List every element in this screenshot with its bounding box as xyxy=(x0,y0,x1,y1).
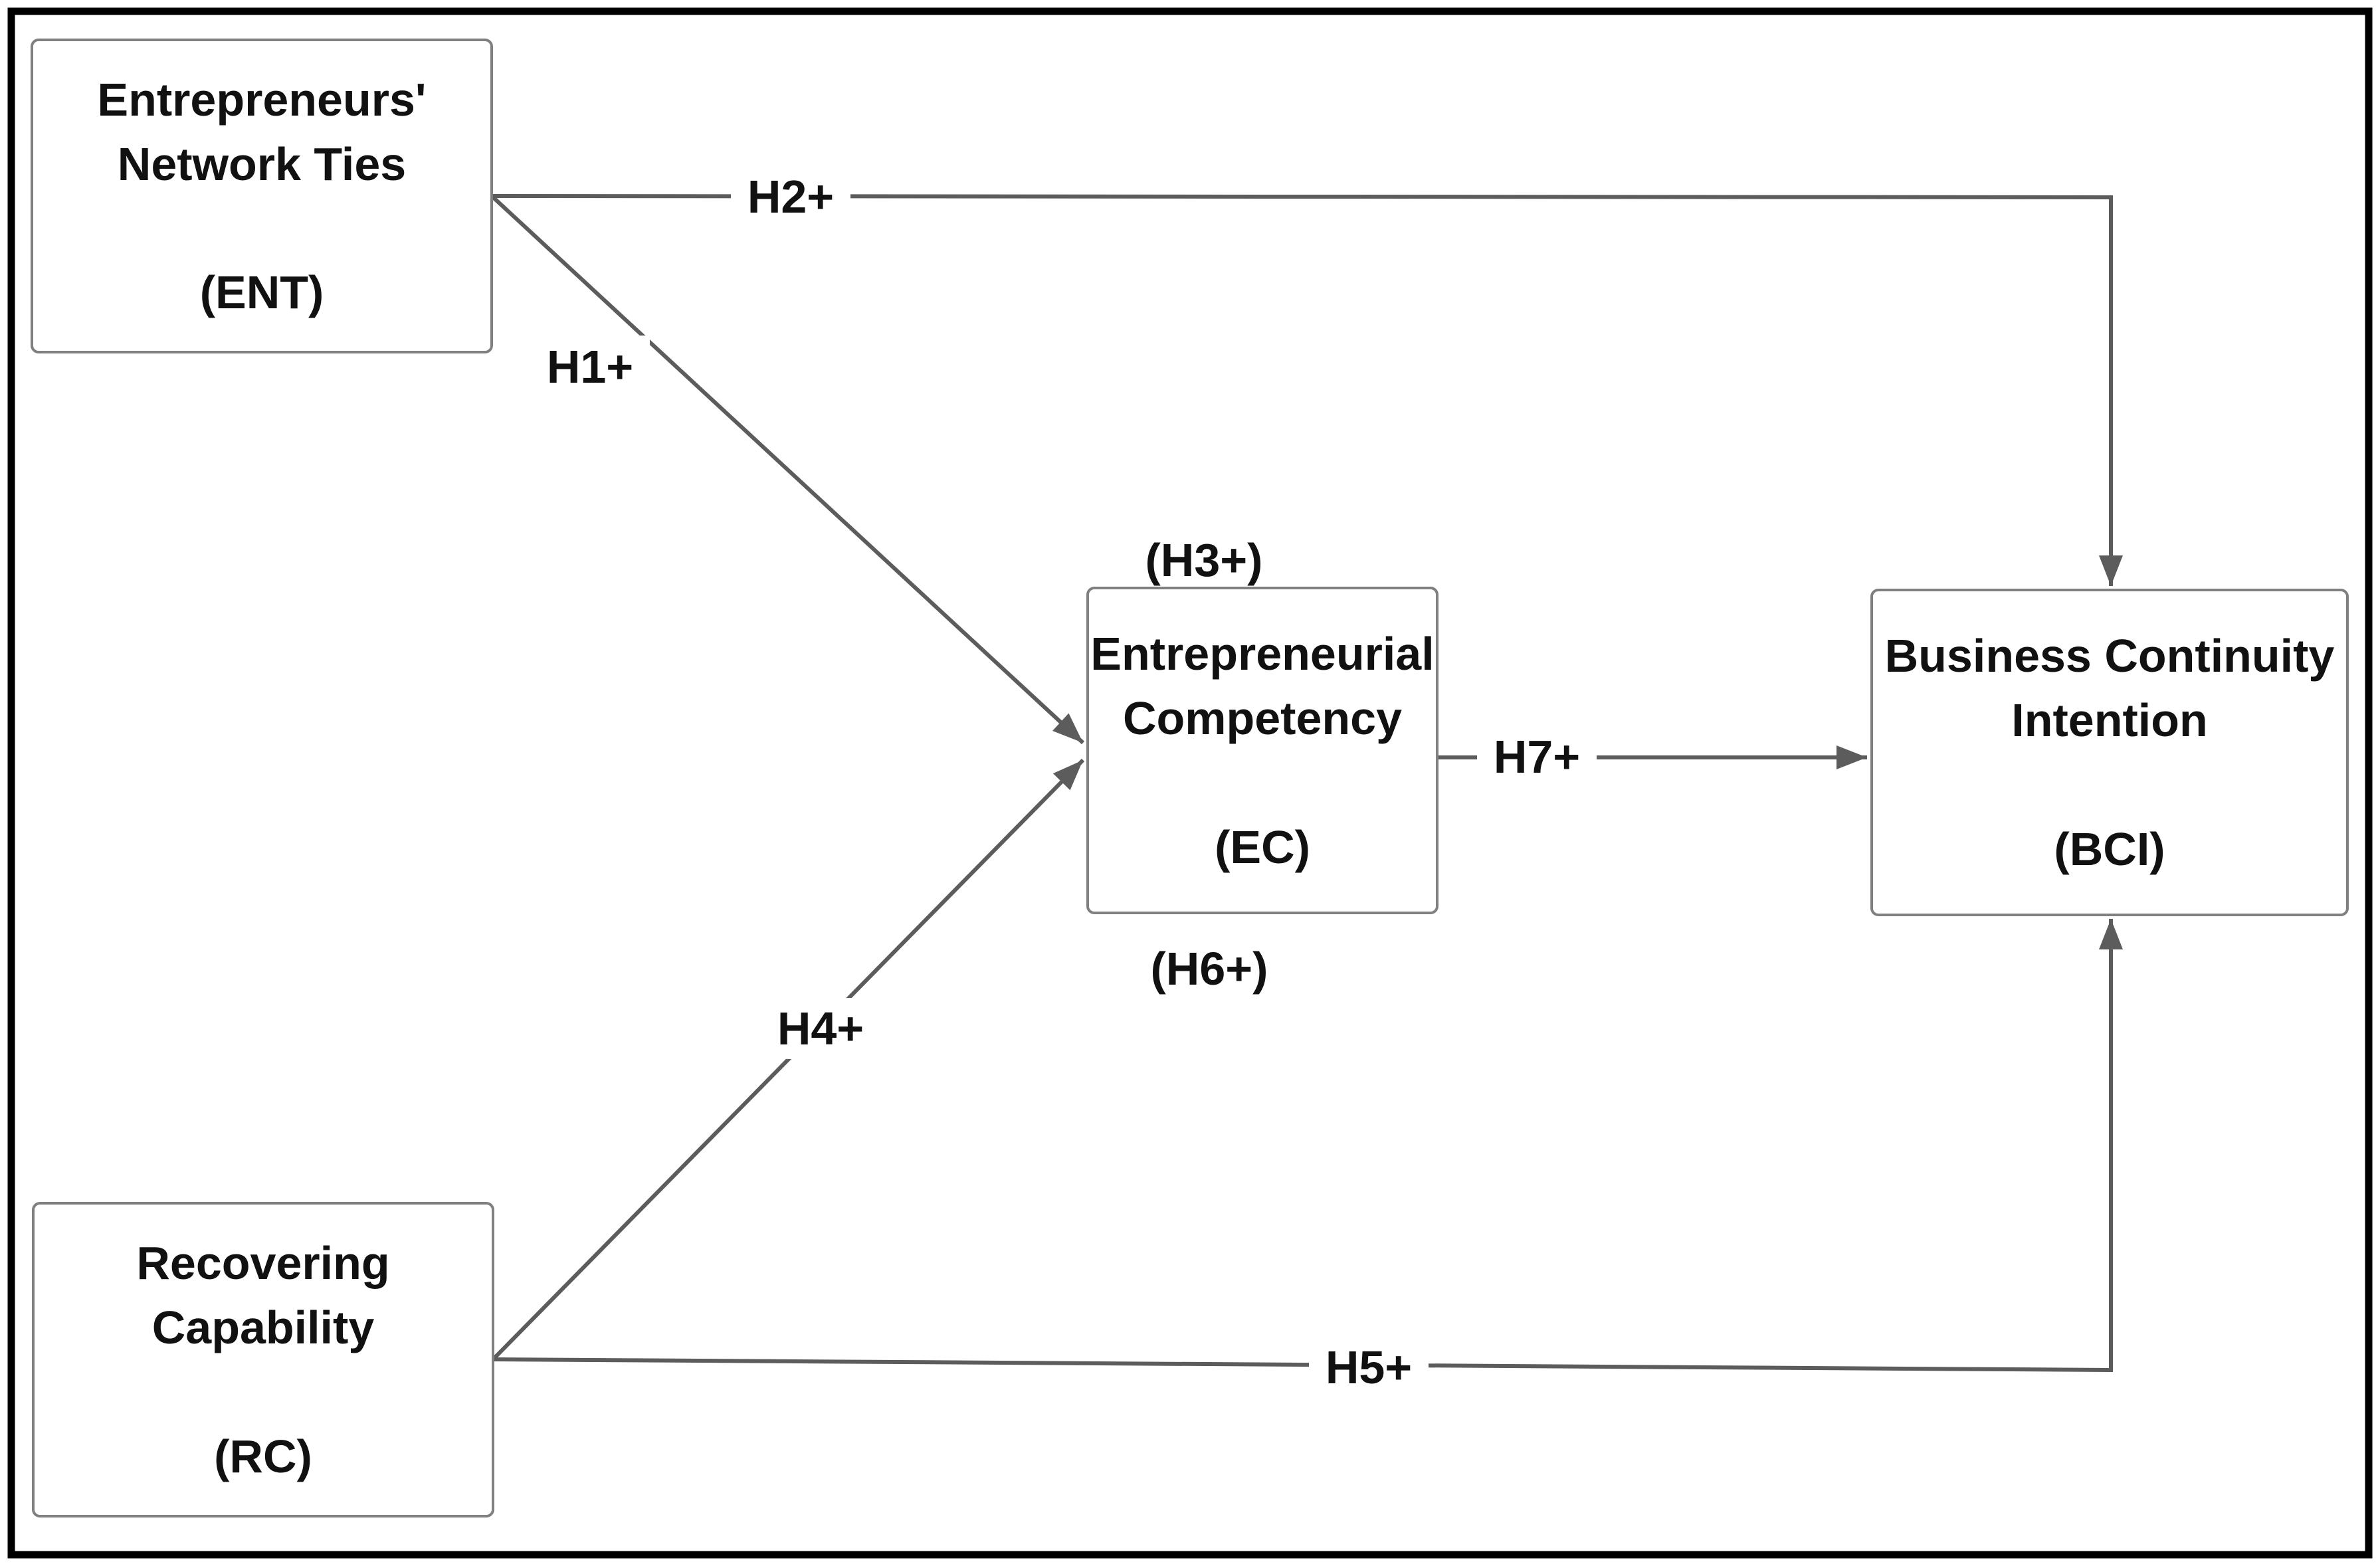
node-ent-title-line2: Network Ties xyxy=(118,138,406,190)
node-ec-box xyxy=(1086,587,1438,914)
edge-h2-label-bg xyxy=(731,165,850,227)
node-ent-abbr: (ENT) xyxy=(200,266,324,318)
node-bci-title-line1: Business Continuity xyxy=(1885,630,2335,682)
node-ec-abbr: (EC) xyxy=(1215,821,1310,873)
node-rc-abbr: (RC) xyxy=(214,1430,312,1482)
moderation-h6-label: (H6+) xyxy=(1151,943,1268,995)
moderation-h3-label: (H3+) xyxy=(1145,534,1263,586)
node-rc-box xyxy=(32,1202,494,1517)
edge-h5-rc-to-bci xyxy=(492,919,2123,1373)
edge-h2-label: H2+ xyxy=(747,171,834,223)
node-rc-title-line1: Recovering xyxy=(136,1237,389,1289)
edge-h7-label: H7+ xyxy=(1494,731,1580,783)
node-ec-title-line2: Competency xyxy=(1123,692,1402,744)
node-rc-title-line2: Capability xyxy=(152,1302,375,1353)
node-ec-title-line1: Entrepreneurial xyxy=(1090,628,1434,680)
outer-border xyxy=(7,7,2373,1559)
edge-h2-ent-to-bci xyxy=(491,194,2123,586)
nodes-layer xyxy=(31,39,2349,1517)
edge-h5-label: H5+ xyxy=(1326,1341,1412,1393)
node-ent-title-line1: Entrepreneurs' xyxy=(97,74,426,126)
edge-h5-label-bg xyxy=(1309,1337,1429,1398)
edge-h1-label: H1+ xyxy=(547,341,633,393)
node-bci-box xyxy=(1870,589,2349,916)
node-bci-abbr: (BCI) xyxy=(2054,823,2165,875)
edge-h7-label-bg xyxy=(1477,727,1597,788)
edge-h1-label-bg xyxy=(530,336,650,397)
node-ent-box xyxy=(31,39,493,353)
text-layer: Entrepreneurs' Network Ties (ENT) Recove… xyxy=(97,74,2334,1482)
edge-h4-rc-to-ec xyxy=(491,758,1085,1361)
edge-h4-label: H4+ xyxy=(777,1003,864,1054)
edge-h1-ent-to-ec xyxy=(490,194,1085,745)
node-bci-title-line2: Intention xyxy=(2011,694,2207,746)
edge-h4-label-bg xyxy=(761,998,880,1059)
edge-label-backgrounds xyxy=(530,165,1597,1398)
